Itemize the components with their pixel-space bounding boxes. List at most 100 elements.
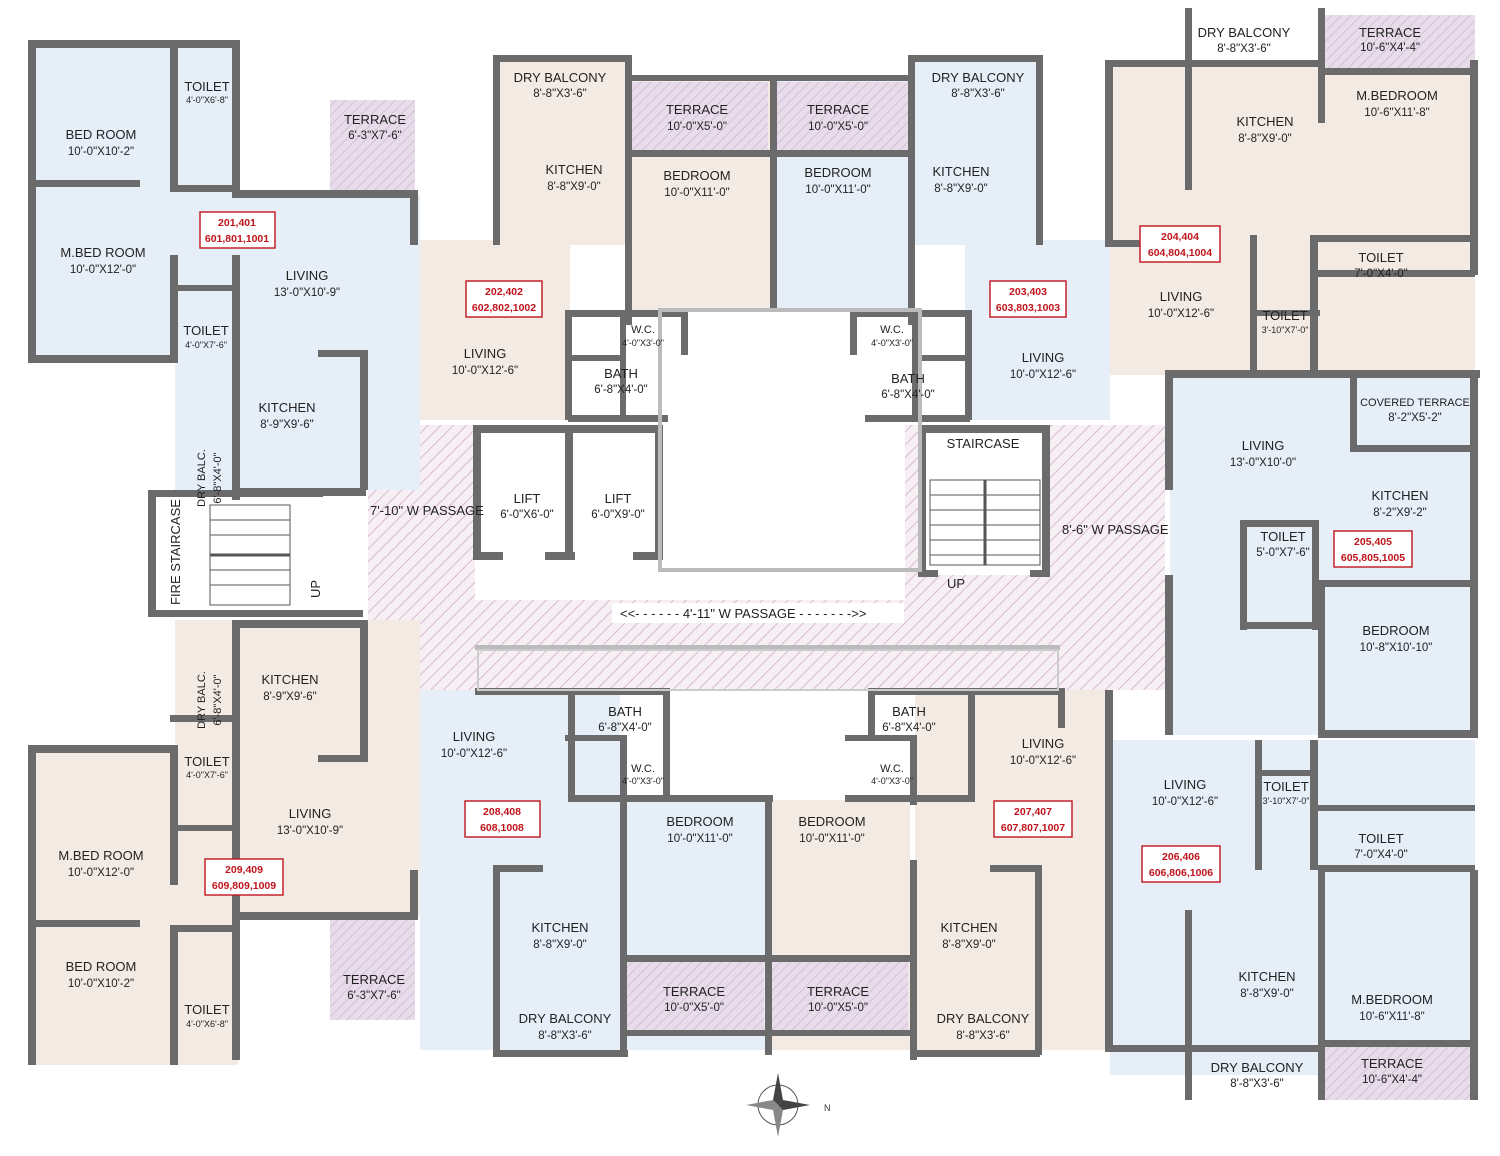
room-dim: 10'-6"X11'-8" <box>1364 107 1429 119</box>
room-name: TOILET <box>1262 308 1307 323</box>
room-dim: 6'-8"X4'-0" <box>882 722 935 734</box>
lift-2-dim: 6'-0"X9'-0" <box>591 509 644 521</box>
room-dim: 7'-0"X4'-0" <box>1354 849 1407 861</box>
room-name: TOILET <box>1358 831 1403 846</box>
room-dim: 6'-8"X4'-0" <box>594 384 647 396</box>
room-name: KITCHEN <box>940 920 997 935</box>
room-dim: 10'-0"X12'-6" <box>1148 308 1214 320</box>
room-name: KITCHEN <box>258 400 315 415</box>
flat-204-line2: 604,804,1004 <box>1148 247 1212 259</box>
flat-206-line1: 206,406 <box>1162 851 1200 863</box>
room-dim: 6'-8"X4'-0" <box>881 389 934 401</box>
room-name: DRY BALCONY <box>932 70 1025 85</box>
room-dim: 10'-0"X11'-0" <box>664 187 729 199</box>
room-dim: 8'-2"X9'-2" <box>1373 507 1426 519</box>
room-name: M.BEDROOM <box>1356 88 1438 103</box>
room-dim: 10'-0"X5'-0" <box>664 1002 724 1014</box>
room-dim: 6'-3"X7'-6" <box>348 130 401 142</box>
room-dim: 8'-9"X9'-6" <box>260 419 313 431</box>
flat-208-label: 208,408 608,1008 <box>464 800 541 838</box>
room-name: KITCHEN <box>932 164 989 179</box>
room-name: LIVING <box>1164 777 1207 792</box>
room-name: KITCHEN <box>545 162 602 177</box>
room-dim: 4'-0"X6'-8" <box>186 1019 228 1029</box>
flat-204-label: 204,404 604,804,1004 <box>1139 225 1221 263</box>
room-name: BEDROOM <box>804 165 871 180</box>
flat-209-label: 209,409 609,809,1009 <box>204 858 284 896</box>
room-dim: 8'-8"X9'-0" <box>934 183 987 195</box>
room-name: TOILET <box>1358 250 1403 265</box>
room-dim: 8'-8"X9'-0" <box>533 939 586 951</box>
flat-206-line2: 606,806,1006 <box>1149 867 1213 879</box>
room-dim: 8'-8"X3'-6" <box>1230 1078 1283 1090</box>
flat-207-line1: 207,407 <box>1014 806 1052 818</box>
room-dim: 8'-8"X9'-0" <box>942 939 995 951</box>
room-dim: 10'-0"X11'-0" <box>799 833 864 845</box>
room-name: DRY BALCONY <box>514 70 607 85</box>
common-labels: 7'-10" W PASSAGE 8'-6" W PASSAGE <<- - -… <box>168 436 1169 623</box>
flat-number-boxes: 201,401 601,801,1001 202,402 602,802,100… <box>199 211 1413 896</box>
walls <box>28 8 1480 1100</box>
room-dim: 4'-0"X3'-0" <box>622 776 664 786</box>
room-name: LIVING <box>1022 736 1065 751</box>
room-name: DRY BALCONY <box>1198 25 1291 40</box>
room-name: M.BED ROOM <box>58 848 143 863</box>
room-dim: 10'-0"X11'-0" <box>805 184 870 196</box>
fire-staircase-label: FIRE STAIRCASE <box>168 499 183 605</box>
room-dim: 10'-0"X5'-0" <box>808 121 868 133</box>
room-name: KITCHEN <box>261 672 318 687</box>
room-dim: 4'-0"X3'-0" <box>871 776 913 786</box>
room-name: TERRACE <box>807 102 869 117</box>
room-dim: 8'-8"X3'-6" <box>1217 43 1270 55</box>
room-dim: 10'-0"X10'-2" <box>68 146 134 158</box>
room-name: LIVING <box>1160 289 1203 304</box>
flat-205-line1: 205,405 <box>1354 536 1392 548</box>
lift-1-name: LIFT <box>514 491 541 506</box>
room-dim: 10'-0"X5'-0" <box>808 1002 868 1014</box>
room-name: TOILET <box>1263 779 1308 794</box>
flat-207-label: 207,407 607,807,1007 <box>993 800 1073 838</box>
room-dim: 4'-0"X3'-0" <box>871 338 913 348</box>
flat-205-line2: 605,805,1005 <box>1341 552 1405 564</box>
room-dim: 6'-3"X7'-6" <box>347 990 400 1002</box>
room-dim: 8'-8"X9'-0" <box>1238 133 1291 145</box>
room-dim: 13'-0"X10'-0" <box>1230 457 1296 469</box>
room-name: TERRACE <box>1359 25 1421 40</box>
room-dim: 10'-8"X10'-10" <box>1360 642 1433 654</box>
flat-207-line2: 607,807,1007 <box>1001 822 1065 834</box>
room-dim: 8'-8"X3'-6" <box>538 1030 591 1042</box>
room-name: M.BED ROOM <box>60 245 145 260</box>
room-name: BATH <box>891 371 925 386</box>
room-name: TERRACE <box>666 102 728 117</box>
room-dim: 10'-0"X12'-6" <box>452 365 518 377</box>
flat-204-line1: 204,404 <box>1161 231 1199 243</box>
room-name: W.C. <box>880 763 904 775</box>
room-name: W.C. <box>631 763 655 775</box>
fire-stair-up-label: UP <box>308 580 323 598</box>
room-name: BED ROOM <box>66 127 137 142</box>
flat-206-label: 206,406 606,806,1006 <box>1141 845 1221 883</box>
room-dim: 8'-8"X3'-6" <box>951 88 1004 100</box>
room-dim: 10'-0"X10'-2" <box>68 978 134 990</box>
staircase-label: STAIRCASE <box>947 436 1020 451</box>
flat-201-label: 201,401 601,801,1001 <box>199 211 276 249</box>
room-dim: 10'-0"X12'-6" <box>1010 755 1076 767</box>
flat-205-label: 205,405 605,805,1005 <box>1333 530 1413 568</box>
flat-209-line1: 209,409 <box>225 864 263 876</box>
room-dim: 8'-8"X3'-6" <box>533 88 586 100</box>
room-dim: 4'-0"X7'-6" <box>186 770 228 780</box>
room-name: BATH <box>892 704 926 719</box>
center-passage-label: <<- - - - - - 4'-11" W PASSAGE - - - - -… <box>620 606 866 621</box>
room-dim: 10'-0"X12'-6" <box>441 748 507 760</box>
flat-202-line2: 602,802,1002 <box>472 302 536 314</box>
flat-203-label: 203,403 603,803,1003 <box>989 280 1067 318</box>
flat-202-label: 202,402 602,802,1002 <box>465 280 543 318</box>
room-name: TOILET <box>184 1002 229 1017</box>
room-labels: BED ROOM 10'-0"X10'-2" TOILET 4'-0"X6'-8… <box>58 25 1470 1090</box>
room-name: BEDROOM <box>1362 623 1429 638</box>
room-dim: 10'-0"X12'-0" <box>70 264 136 276</box>
room-name: W.C. <box>631 324 655 336</box>
room-name: LIVING <box>464 346 507 361</box>
room-name: DRY BALCONY <box>1211 1060 1304 1075</box>
